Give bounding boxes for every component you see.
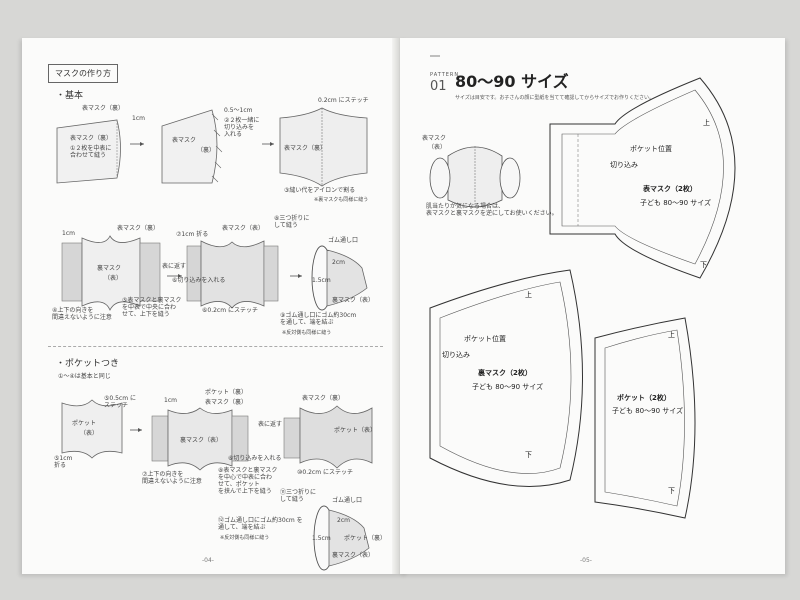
left-page-diagrams xyxy=(56,107,373,571)
pocket-stitch02: ⑩0.2cm にステッチ xyxy=(297,469,353,476)
omote-pattern-bottom: 下 xyxy=(700,261,707,269)
page-number-left: -04- xyxy=(202,557,214,564)
basic-step3-pattern xyxy=(279,107,368,187)
assembly-2cm: 2cm xyxy=(332,259,345,266)
basic-ura-same: ※裏マスクも同様に縫う xyxy=(314,197,369,203)
assembly-ura-mask-omote: 裏マスク（表） xyxy=(332,297,375,304)
pocket-15cm: 1.5cm xyxy=(312,535,331,542)
pocket-omote-mask-ura: 表マスク（裏） xyxy=(205,399,248,406)
pattern-omote-mask xyxy=(549,77,736,279)
basic-label-1cm: 1cm xyxy=(132,115,145,122)
basic-step2-a: 0.5〜1cm xyxy=(224,107,253,114)
pocket-pocket-ura: ポケット（裏） xyxy=(205,389,248,396)
reversible-note: 肌当たりが気になる場合は、 表マスクと裏マスクを逆にしてお使いください。 xyxy=(426,203,558,217)
basic-stitch: 0.2cm にステッチ xyxy=(318,97,369,104)
size-note: サイズは目安です。お子さんの顔に型紙を当てて確認してからサイズでお作りください。 xyxy=(455,95,655,101)
assembly-step4: ④上下の向きを 間違えないように注意 xyxy=(52,307,112,321)
basic-step2-b: ②２枚一緒に 切り込みを 入れる xyxy=(224,117,260,138)
mask-illustration xyxy=(429,146,521,208)
right-page: PATTERN 01 80〜90 サイズ サイズは目安です。お子さんの顔に型紙を… xyxy=(400,38,785,574)
basic-step3: ③縫い代をアイロンで割る xyxy=(284,187,356,194)
basic-step1: ①２枚を中表に 合わせて縫う xyxy=(70,145,112,159)
pocket-pattern-size: 子ども 80〜90 サイズ xyxy=(612,407,684,415)
omote-pattern-top: 上 xyxy=(703,119,710,127)
section-heading: マスクの作り方 xyxy=(48,64,118,83)
pocket-reverse: ※反対側も同様に縫う xyxy=(220,535,270,541)
assembly-omote-mask-ura: 表マスク（裏） xyxy=(117,225,160,232)
pocket-label: ポケット xyxy=(72,420,97,427)
assembly-reverse: ※反対側も同様に縫う xyxy=(282,330,332,336)
pattern-label: PATTERN xyxy=(430,72,460,78)
pocket-ura-mask-omote: 裏マスク（表） xyxy=(180,437,223,444)
omote-pattern-pocket-position: ポケット位置 xyxy=(630,145,672,153)
pocket-1cm: 1cm xyxy=(164,397,177,404)
ura-pattern-cut: 切り込み xyxy=(442,351,470,359)
assembly-15cm: 1.5cm xyxy=(312,277,331,284)
right-page-patterns xyxy=(429,55,736,519)
pocket-same: ①〜④は基本と同じ xyxy=(58,373,111,380)
omote-pattern-cut: 切り込み xyxy=(610,161,638,169)
basic-title: ・基本 xyxy=(56,91,84,101)
pocket-omote-mask: 表マスク（裏） xyxy=(302,395,345,402)
pocket-step-fold3: ⑪三つ折りに して縫う xyxy=(280,489,317,503)
pocket-elastic: ゴム通し口 xyxy=(332,497,363,504)
basic-label-omote-mask: 表マスク（裏） xyxy=(82,105,125,112)
size-title: 80〜90 サイズ xyxy=(455,72,569,91)
assembly-step7: ⑦1cm 折る xyxy=(176,231,209,238)
pocket-step-sew: ⑧表マスクと裏マスク を中心で中表に合わ せて、ポケット を挟んで上下を縫う xyxy=(218,467,278,495)
pocket-step-updown: ⑦上下の向きを 間違えないように注意 xyxy=(142,471,202,485)
assembly-ura-mask: 裏マスク xyxy=(97,265,122,272)
ura-pattern-pocket-position: ポケット位置 xyxy=(464,335,506,343)
pocket-pocket-ura2: ポケット（裏） xyxy=(344,535,387,542)
ura-pattern-bottom: 下 xyxy=(525,451,532,459)
pocket-step-elastic: ⑫ゴム通し口にゴム約30cm を 通して、端を結ぶ xyxy=(218,517,303,531)
basic-label-omote-mask-3-sub: （裏） xyxy=(197,147,216,154)
omote-pattern-name: 表マスク（2枚） xyxy=(643,185,697,193)
pocket-2cm: 2cm xyxy=(337,517,350,524)
assembly-step5: ⑤表マスクと裏マスク を中表で中央に合わ せて、上下を縫う xyxy=(122,297,182,318)
assembly-omote-mask-omote: 表マスク（表） xyxy=(222,225,265,232)
assembly-elastic: ゴム通し口 xyxy=(328,237,359,244)
assembly-step9: ⑨ゴム通し口にゴム約30cm を通して、端を結ぶ xyxy=(280,312,357,326)
pattern-pocket xyxy=(594,317,696,519)
pocket-label-sub: （表） xyxy=(80,430,99,437)
section-divider xyxy=(48,346,383,347)
ura-pattern-size: 子ども 80〜90 サイズ xyxy=(472,383,544,391)
left-page: マスクの作り方 ・基本 表マスク（裏） 1cm 表マスク（裏） ①２枚を中表に … xyxy=(22,38,407,574)
assembly-stitch02: ⑥0.2cm にステッチ xyxy=(202,307,258,314)
pocket-step-fold: ⑤1cm 折る xyxy=(54,455,73,469)
ura-pattern-top: 上 xyxy=(525,291,532,299)
page-number-right: -05- xyxy=(580,557,592,564)
assembly-step6: ⑥切り込みを入れる xyxy=(172,277,226,284)
basic-step2-pattern xyxy=(161,109,218,184)
pocket-step-cut: ⑥切り込みを入れる xyxy=(228,455,282,462)
omote-pattern-size: 子ども 80〜90 サイズ xyxy=(640,199,712,207)
basic-label-omote-mask-4: 表マスク（裏） xyxy=(284,145,327,152)
assembly-ura-mask-sub: （表） xyxy=(104,275,123,282)
pocket-turn: 表に返す xyxy=(258,421,283,428)
ura-pattern-name: 裏マスク（2枚） xyxy=(478,369,532,377)
pocket-ura-mask-omote2: 裏マスク（表） xyxy=(332,552,375,559)
basic-label-omote-mask-2: 表マスク（裏） xyxy=(70,135,113,142)
pocket-pattern-name: ポケット（2枚） xyxy=(617,394,671,402)
pattern-ura-mask xyxy=(429,269,583,487)
assembly-1cm: 1cm xyxy=(62,230,75,237)
pocket-pattern-bottom: 下 xyxy=(668,487,675,495)
pocket-pattern-top: 上 xyxy=(668,331,675,339)
pocket-title: ・ポケットつき xyxy=(56,359,120,369)
illustration-label-sub: （表） xyxy=(428,144,447,151)
illustration-label: 表マスク xyxy=(422,135,447,142)
pocket-stitch05: ⑤0.5cm に ステッチ xyxy=(104,395,136,409)
assembly-step8: ⑧三つ折りに して縫う xyxy=(274,215,310,229)
pocket-pocket-omote: ポケット（表） xyxy=(334,427,377,434)
basic-label-omote-mask-3: 表マスク xyxy=(172,137,197,144)
assembly-turn: 表に返す xyxy=(162,263,187,270)
pattern-number: 01 xyxy=(430,79,447,94)
